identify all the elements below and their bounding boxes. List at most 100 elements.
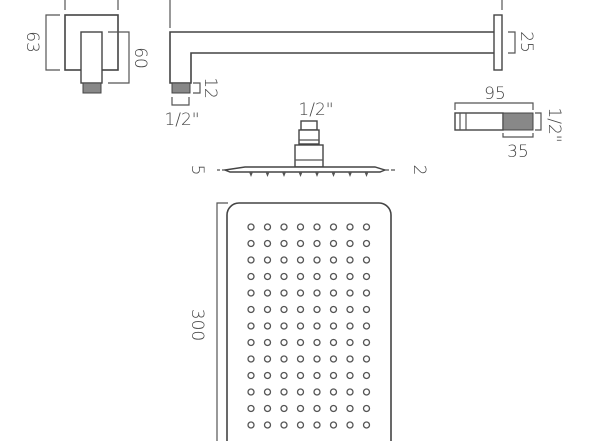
nozzle <box>247 256 255 264</box>
nozzle <box>313 338 321 347</box>
nozzle <box>296 421 305 429</box>
nozzle <box>263 305 272 314</box>
nozzle <box>329 355 338 363</box>
dim-arm-thread: 1/2" <box>164 110 199 130</box>
nozzle <box>263 338 272 347</box>
nozzle <box>247 322 255 330</box>
dim-connector-size: 1/2" <box>544 107 564 142</box>
nozzle <box>313 355 321 363</box>
nozzle <box>280 371 288 380</box>
nozzle <box>296 371 305 380</box>
shower-head-top: 300 <box>187 202 392 441</box>
nozzle <box>296 223 305 231</box>
nozzle <box>247 223 255 231</box>
dim-60: 60 <box>130 47 150 69</box>
nozzle <box>296 338 305 347</box>
nozzle <box>247 239 255 248</box>
nozzle <box>296 272 305 281</box>
dim-12: 12 <box>200 77 220 99</box>
nozzle <box>313 421 321 429</box>
nozzle <box>329 371 338 380</box>
nozzle <box>280 388 288 396</box>
nozzle <box>329 421 338 429</box>
nozzle <box>247 371 255 380</box>
nozzle <box>346 239 354 248</box>
nozzle <box>263 223 272 231</box>
nozzle <box>280 355 288 363</box>
side-nozzle <box>348 172 352 177</box>
connector: 95 35 1/2" <box>454 84 564 162</box>
nozzle <box>329 322 338 330</box>
nozzle <box>362 272 371 281</box>
side-nozzle <box>315 172 319 177</box>
nozzle <box>247 355 255 363</box>
side-nozzle <box>331 172 336 177</box>
nozzle <box>263 272 272 281</box>
nozzle <box>296 305 305 314</box>
nozzle <box>280 338 288 347</box>
nozzle <box>362 371 371 380</box>
nozzle <box>346 388 354 396</box>
nozzle <box>346 256 354 264</box>
nozzle <box>362 256 371 264</box>
nozzle <box>362 404 371 413</box>
nozzle <box>263 404 272 413</box>
dim-95: 95 <box>484 84 506 104</box>
nozzle <box>313 256 321 264</box>
dim-63: 63 <box>22 31 42 53</box>
nozzle <box>296 239 305 248</box>
nozzle <box>313 239 321 248</box>
nozzle <box>296 322 305 330</box>
nozzle <box>296 404 305 413</box>
nozzle <box>362 322 371 330</box>
nozzle <box>362 338 371 347</box>
nozzle <box>263 388 272 396</box>
shower-arm: 12 1/2" 25 <box>164 0 536 130</box>
dim-2: 2 <box>409 165 429 176</box>
nozzle <box>280 421 288 429</box>
shower-head-side: 1/2" 5 2 <box>187 100 429 177</box>
nozzle <box>346 355 354 363</box>
nozzle <box>247 305 255 314</box>
nozzle <box>329 256 338 264</box>
nozzle <box>247 421 255 429</box>
side-nozzle <box>249 172 253 177</box>
side-nozzle <box>298 172 303 177</box>
nozzle <box>280 289 288 297</box>
nozzle <box>329 239 338 248</box>
nozzle <box>313 305 321 314</box>
nozzle <box>329 404 338 413</box>
side-nozzle <box>265 172 270 177</box>
nozzle <box>346 289 354 297</box>
nozzle <box>263 239 272 248</box>
nozzle <box>362 223 371 231</box>
nozzle <box>280 256 288 264</box>
dim-5: 5 <box>187 165 207 176</box>
nozzle <box>346 421 354 429</box>
nozzle <box>296 289 305 297</box>
nozzle <box>247 338 255 347</box>
nozzle <box>329 289 338 297</box>
nozzle <box>280 272 288 281</box>
nozzle <box>280 223 288 231</box>
nozzle <box>329 388 338 396</box>
wall-outlet: 63 60 <box>22 0 150 94</box>
nozzle <box>247 404 255 413</box>
nozzle <box>280 322 288 330</box>
nozzle <box>313 289 321 297</box>
nozzle <box>247 289 255 297</box>
nozzle <box>346 272 354 281</box>
nozzle <box>263 289 272 297</box>
nozzle <box>362 239 371 248</box>
nozzle <box>280 305 288 314</box>
nozzle <box>263 421 272 429</box>
nozzle <box>247 272 255 281</box>
nozzle <box>346 371 354 380</box>
nozzle <box>362 305 371 314</box>
nozzle <box>263 322 272 330</box>
nozzle <box>247 388 255 396</box>
nozzle <box>263 355 272 363</box>
nozzle <box>329 272 338 281</box>
nozzle <box>280 239 288 248</box>
